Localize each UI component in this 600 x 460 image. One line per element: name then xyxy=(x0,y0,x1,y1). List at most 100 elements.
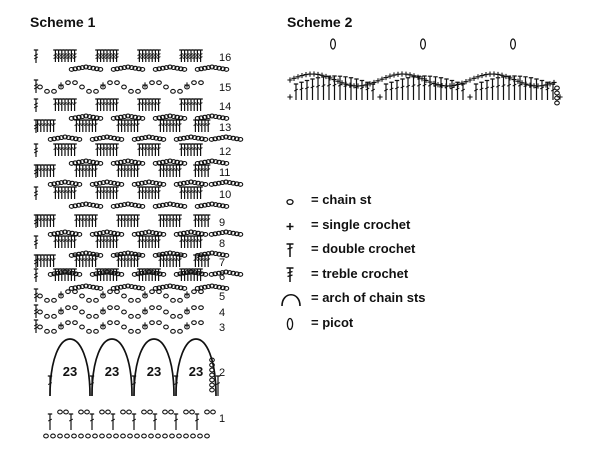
chain-stitch xyxy=(63,409,69,415)
double-crochet xyxy=(167,164,173,177)
chain-stitch xyxy=(93,313,99,319)
chain-stitch xyxy=(188,269,194,275)
chain-stitch xyxy=(128,65,135,71)
chain-stitch xyxy=(156,231,163,237)
chain-stitch xyxy=(176,433,182,439)
chain-stitch xyxy=(114,285,121,291)
chain-stitch xyxy=(173,231,180,237)
chain-stitch xyxy=(121,65,128,71)
chain-stitch xyxy=(212,271,219,277)
scheme-2-title: Scheme 2 xyxy=(287,14,353,30)
chain-stitch xyxy=(163,159,170,165)
chain-stitch xyxy=(65,289,71,295)
chain-stitch xyxy=(152,203,159,209)
single-crochet xyxy=(407,72,413,78)
chain-stitch xyxy=(97,115,104,121)
chain-stitch xyxy=(83,64,89,70)
chain-stitch xyxy=(65,305,71,311)
double-crochet xyxy=(93,164,98,177)
double-crochet xyxy=(179,143,184,156)
chain-stitch xyxy=(156,285,163,291)
double-crochet xyxy=(192,98,197,111)
picot xyxy=(420,38,427,50)
double-crochet xyxy=(192,235,197,248)
chain-stitch xyxy=(152,115,159,121)
chain-stitch xyxy=(156,252,163,258)
double-crochet xyxy=(177,164,182,177)
chain-stitch xyxy=(54,270,61,276)
double-crochet xyxy=(135,164,140,177)
chain-stitch xyxy=(96,135,103,141)
double-crochet xyxy=(62,98,68,111)
chain-stitch xyxy=(198,136,205,142)
double-crochet xyxy=(108,98,113,111)
chain-stitch xyxy=(194,66,201,72)
single-crochet xyxy=(291,75,297,81)
single-crochet xyxy=(142,322,148,328)
chain-stitch xyxy=(65,230,72,236)
double-crochet xyxy=(131,413,137,430)
chain-arch xyxy=(49,338,91,397)
chain-stitch xyxy=(117,284,124,290)
double-crochet xyxy=(59,143,64,156)
chain-stitch xyxy=(125,201,131,207)
chain-stitch xyxy=(93,252,100,258)
double-crochet xyxy=(354,78,359,100)
chain-stitch xyxy=(202,181,209,187)
chain-stitch xyxy=(127,433,133,439)
double-crochet xyxy=(93,119,98,132)
row-number-label: 4 xyxy=(219,307,225,319)
chain-stitch xyxy=(163,251,170,257)
chain-stitch xyxy=(51,88,57,94)
double-crochet xyxy=(199,164,204,177)
chain-stitch xyxy=(198,231,205,237)
double-crochet xyxy=(45,214,50,227)
stitch-row xyxy=(43,409,216,439)
chain-stitch xyxy=(190,433,196,439)
chain-stitch xyxy=(142,230,149,236)
double-crochet xyxy=(38,164,43,177)
chain-stitch xyxy=(47,271,54,277)
double-crochet xyxy=(98,186,103,199)
double-crochet xyxy=(77,254,82,267)
double-crochet xyxy=(38,214,43,227)
double-crochet xyxy=(173,413,179,430)
double-crochet xyxy=(199,214,204,227)
stitch-row xyxy=(33,186,230,209)
treble-crochet xyxy=(192,49,197,62)
double-crochet xyxy=(119,214,124,227)
chain-stitch xyxy=(201,251,208,257)
chain-stitch xyxy=(159,202,166,208)
double-crochet xyxy=(152,413,158,430)
chain-stitch xyxy=(212,202,219,208)
chain-stitch xyxy=(114,252,121,258)
double-crochet xyxy=(400,78,405,100)
chain-stitch xyxy=(121,251,128,257)
chain-stitch xyxy=(96,180,103,186)
chain-stitch xyxy=(86,313,92,319)
double-crochet xyxy=(182,186,187,199)
chain-stitch xyxy=(117,251,124,257)
single-crochet xyxy=(184,82,190,88)
chain-stitch xyxy=(110,160,117,166)
chain-stitch xyxy=(197,433,203,439)
single-crochet xyxy=(415,74,421,80)
chain-stitch xyxy=(170,251,177,257)
chain-stitch xyxy=(216,284,223,290)
chain-stitch xyxy=(156,66,163,72)
chain-stitch xyxy=(138,180,145,186)
double-crochet xyxy=(140,143,145,156)
chain-stitch xyxy=(174,159,181,165)
chain-stitch xyxy=(62,229,68,235)
double-crochet xyxy=(69,186,74,199)
double-crochet xyxy=(80,254,85,267)
chain-stitch xyxy=(219,160,226,166)
legend-item: = single crochet xyxy=(280,215,480,240)
chain-stitch xyxy=(51,313,57,319)
chain-stitch xyxy=(114,80,120,86)
chain-stitch xyxy=(72,66,79,72)
double-crochet xyxy=(188,186,194,199)
chain-stitch xyxy=(170,159,177,165)
double-crochet xyxy=(179,98,184,111)
